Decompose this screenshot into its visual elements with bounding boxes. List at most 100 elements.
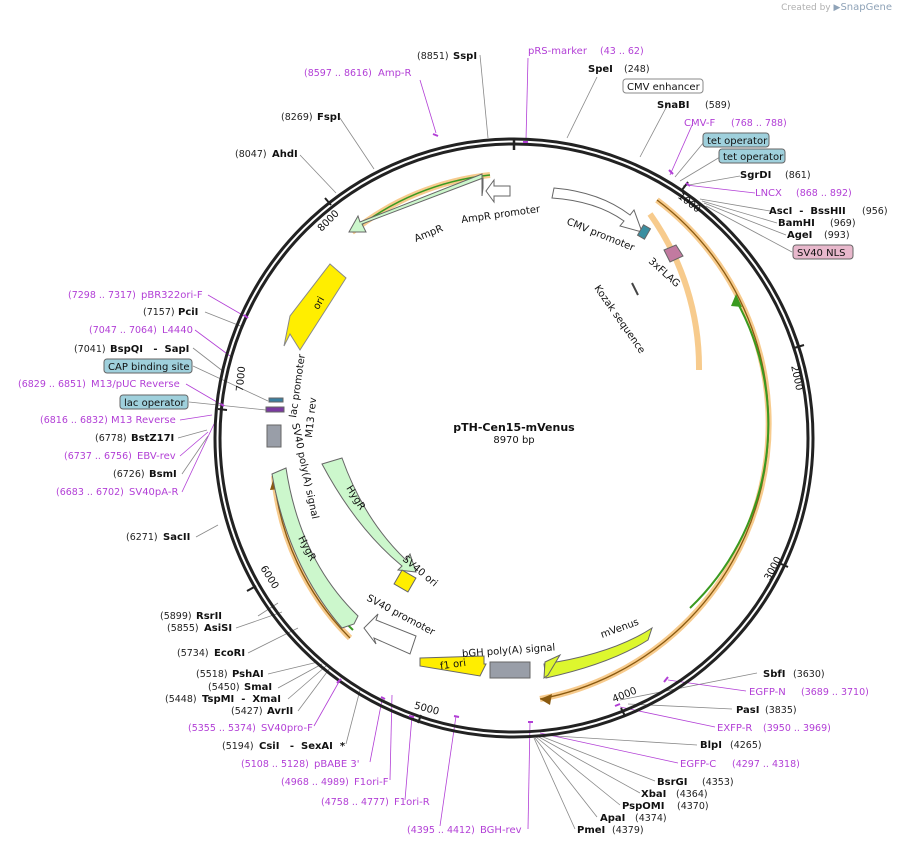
tick-label-4000: 4000 <box>611 686 639 706</box>
primer-pos-m13-reverse: (6816 .. 6832) <box>40 415 108 426</box>
enzyme-pos-sgrdi: (861) <box>785 170 811 181</box>
primer-pos-sv40pa-r: (6683 .. 6702) <box>56 487 124 498</box>
snapgene-logo-icon: ▶ <box>833 3 841 13</box>
enzyme-pos-pcii: (7157) <box>143 307 175 318</box>
primer-egfp-n: EGFP-N <box>749 687 786 698</box>
enzyme-pos-pmei: (4379) <box>612 825 644 836</box>
enzyme-pos-sbfi: (3630) <box>793 669 825 680</box>
enzyme-blpi: BlpI <box>700 740 722 751</box>
primer-labels: pRS-marker (43 .. 62) (8597 .. 8616) Amp… <box>18 46 869 836</box>
primer-marks <box>220 133 691 723</box>
enzyme-pos-bspqi-sapi: (7041) <box>74 344 106 355</box>
feature-labels: AmpR AmpR promoter CMV promoter 3xFLAG K… <box>288 204 682 672</box>
primer-pos-f1ori-r: (4758 .. 4777) <box>321 797 389 808</box>
enzyme-bamhi: BamHI <box>778 218 815 229</box>
tick-label-3000: 3000 <box>763 555 785 583</box>
tet-operator-label-2: tet operator <box>723 152 784 163</box>
primer-pos-egfp-c: (4297 .. 4318) <box>732 759 800 770</box>
primer-pos-bgh-rev: (4395 .. 4412) <box>407 825 475 836</box>
enzyme-pos-agei: (993) <box>824 230 850 241</box>
enzyme-tspmi-xmai: TspMI - XmaI <box>202 694 281 705</box>
enzyme-pos-bstz17i: (6778) <box>95 433 127 444</box>
primer-sv40pa-r: SV40pA-R <box>129 487 178 498</box>
enzyme-pos-bsmi: (6726) <box>113 469 145 480</box>
enzyme-pos-ecori: (5734) <box>177 648 209 659</box>
primer-f1ori-f: F1ori-F <box>354 777 389 788</box>
enzyme-pos-ahdi: (8047) <box>235 149 267 160</box>
primer-pos-exfp-r: (3950 .. 3969) <box>763 723 831 734</box>
primer-pos-f1ori-f: (4968 .. 4989) <box>281 777 349 788</box>
enzyme-pos-sspi: (8851) <box>417 51 449 62</box>
feature-label-ampr-promoter: AmpR promoter <box>461 204 542 226</box>
enzyme-bsrgi: BsrGI <box>657 777 687 788</box>
enzyme-apai: ApaI <box>600 813 625 824</box>
primer-pos-l4440: (7047 .. 7064) <box>89 325 157 336</box>
primer-sv40pro-f: SV40pro-F <box>261 723 313 734</box>
enzyme-pos-asci-bsshii: (956) <box>862 206 888 217</box>
enzyme-pos-asisi: (5855) <box>167 623 199 634</box>
tet-operator-mark <box>636 224 652 240</box>
enzyme-snabi: SnaBI <box>657 100 689 111</box>
feature-label-f1-ori: f1 ori <box>439 658 466 673</box>
enzyme-fspi: FspI <box>317 112 341 123</box>
tick-label-2000: 2000 <box>788 364 804 391</box>
enzyme-pos-pasi: (3835) <box>765 705 797 716</box>
mvenus-arrow <box>543 626 653 679</box>
enzyme-pos-rsrii: (5899) <box>160 611 192 622</box>
enzyme-pos-bsrgi: (4353) <box>702 777 734 788</box>
enzyme-ecori: EcoRI <box>214 648 245 659</box>
orf-arc-inner-top <box>647 212 703 371</box>
ampr-promoter-arrow <box>485 178 511 204</box>
snapgene-credit: Created by ▶SnapGene <box>781 2 892 13</box>
sv40-polya-mark <box>266 424 282 448</box>
primer-cmv-f: CMV-F <box>684 118 715 129</box>
enzyme-sspi: SspI <box>453 51 477 62</box>
enzyme-bspqi-sapi: BspQI - SapI <box>110 344 189 355</box>
orf-arc-outer-head <box>540 694 552 705</box>
ampr-arrow <box>348 173 484 233</box>
sv40-nls-label: SV40 NLS <box>797 248 846 259</box>
feature-label-lac-promoter: lac promoter <box>288 353 308 419</box>
sv40-nls-box <box>792 244 854 260</box>
cap-binding-site-box <box>103 358 193 374</box>
primer-pbr322ori-f: pBR322ori-F <box>141 290 203 301</box>
primer-bgh-rev: BGH-rev <box>480 825 522 836</box>
cmv-enhancer-label: CMV enhancer <box>627 82 701 93</box>
enzyme-pos-avrii: (5427) <box>231 706 263 717</box>
primer-pos-amp-r: (8597 .. 8616) <box>304 68 372 79</box>
tet-operator-box-1 <box>702 132 770 148</box>
tet-operator-box-2 <box>718 148 786 164</box>
lac-operator-mark <box>268 397 284 403</box>
primer-egfp-c: EGFP-C <box>680 759 716 770</box>
enzyme-pos-fspi: (8269) <box>281 112 313 123</box>
feature-arrows <box>265 173 684 680</box>
m13-rev-mark <box>265 406 285 413</box>
hygr-arrow-outer <box>271 467 359 629</box>
mvenus-orf-arc <box>689 299 770 609</box>
cap-binding-site-label: CAP binding site <box>108 362 190 373</box>
orf-arc-outer-line <box>539 199 770 700</box>
boxed-feature-labels: CMV enhancer tet operator tet operator S… <box>103 78 854 410</box>
primer-pos-pbabe-3: (5108 .. 5128) <box>241 759 309 770</box>
enzyme-pos-blpi: (4265) <box>730 740 762 751</box>
plasmid-size: 8970 bp <box>493 435 534 446</box>
enzyme-pos-pshai: (5518) <box>196 669 228 680</box>
mvenus-head <box>543 653 562 680</box>
enzyme-spei: SpeI <box>588 64 613 75</box>
enzyme-ahdi: AhdI <box>272 149 298 160</box>
enzyme-labels: (8851) SspI SpeI (248) SnaBI (589) SgrDI… <box>74 51 888 836</box>
enzyme-pos-tspmi-xmai: (5448) <box>165 694 197 705</box>
lac-operator-box <box>119 394 189 410</box>
enzyme-pos-csii-sexai: (5194) <box>222 741 254 752</box>
primer-pos-prs-marker: (43 .. 62) <box>600 46 644 57</box>
enzyme-pos-xbai: (4364) <box>676 789 708 800</box>
primer-pos-cmv-f: (768 .. 788) <box>731 118 787 129</box>
enzyme-asci-bsshii: AscI - BssHII <box>769 206 846 217</box>
enzyme-smai: SmaI <box>244 682 272 693</box>
primer-pos-lncx: (868 .. 892) <box>796 188 852 199</box>
snapgene-logo-text: SnapGene <box>840 2 892 13</box>
enzyme-csii-sexai: CsiI - SexAI * <box>259 741 346 752</box>
sv40-ori-mark <box>393 569 417 593</box>
enzyme-bsmi: BsmI <box>149 469 177 480</box>
tick-label-7000: 7000 <box>235 366 248 392</box>
